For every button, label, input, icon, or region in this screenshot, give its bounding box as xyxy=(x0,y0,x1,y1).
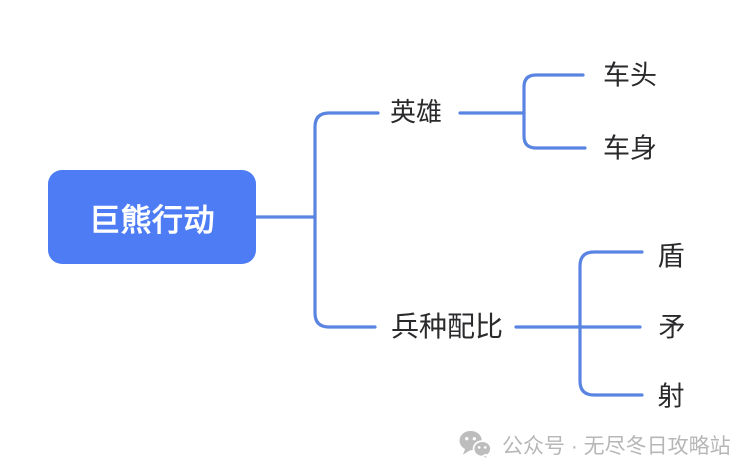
node-shield: 盾 xyxy=(657,241,685,272)
watermark-text: 公众号 · 无尽冬日攻略站 xyxy=(502,435,731,458)
connector-trunk-bracket xyxy=(313,111,380,329)
node-heroes: 英雄 xyxy=(389,97,443,127)
connector-heroes-bracket xyxy=(522,73,587,150)
node-truck-body: 车身 xyxy=(603,133,657,164)
node-spear: 矛 xyxy=(658,312,686,343)
node-archer: 射 xyxy=(657,381,685,412)
wechat-icon xyxy=(459,430,492,461)
node-truck-head: 车头 xyxy=(603,60,657,91)
connector-troops-bracket xyxy=(578,250,644,397)
node-root: 巨熊行动 xyxy=(48,170,256,264)
node-troop-ratio: 兵种配比 xyxy=(390,311,504,342)
node-root-label: 巨熊行动 xyxy=(89,202,215,238)
watermark: 公众号 · 无尽冬日攻略站 xyxy=(458,429,731,461)
